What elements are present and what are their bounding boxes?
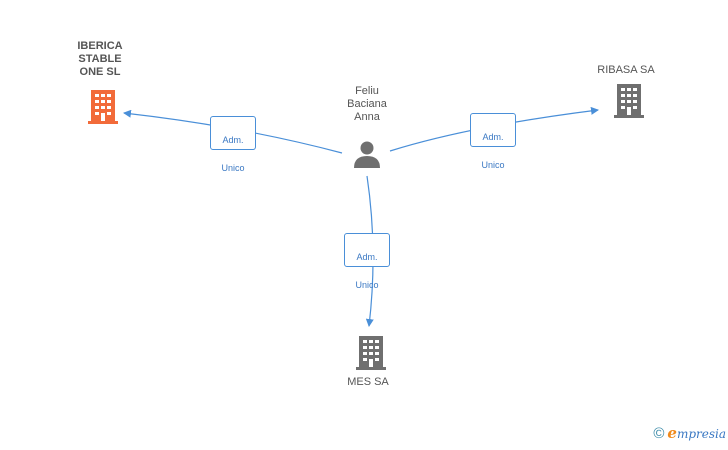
brand-logo[interactable]: empresia bbox=[667, 424, 726, 442]
person-name-label[interactable]: Feliu Baciana Anna bbox=[347, 85, 387, 123]
brand-footer: © empresia bbox=[653, 424, 726, 442]
person-icon[interactable] bbox=[354, 141, 380, 169]
building-icon[interactable] bbox=[88, 90, 118, 124]
building-icon[interactable] bbox=[356, 336, 386, 370]
edge-label-line2: Unico bbox=[355, 280, 379, 290]
company-label-iberica[interactable]: IBERICA STABLE ONE SL bbox=[77, 40, 123, 78]
brand-name: mpresia bbox=[676, 427, 726, 441]
edge-label-line1: Adm. bbox=[356, 252, 378, 262]
company-label-ribasa[interactable]: RIBASA SA bbox=[597, 64, 655, 76]
edge-label-line1: Adm. bbox=[482, 132, 504, 142]
edge-label-mes: Adm. Unico bbox=[344, 233, 390, 290]
edge-label-line2: Unico bbox=[221, 163, 245, 173]
company-label-mes[interactable]: MES SA bbox=[347, 376, 389, 388]
copyright-icon: © bbox=[653, 424, 665, 442]
edge-label-line1: Adm. bbox=[222, 135, 244, 145]
edge-label-ribasa: Adm. Unico bbox=[470, 113, 516, 170]
edge-label-line2: Unico bbox=[481, 160, 505, 170]
edge-label-iberica: Adm. Unico bbox=[210, 116, 256, 173]
building-icon[interactable] bbox=[614, 84, 644, 118]
brand-initial: e bbox=[667, 424, 677, 442]
